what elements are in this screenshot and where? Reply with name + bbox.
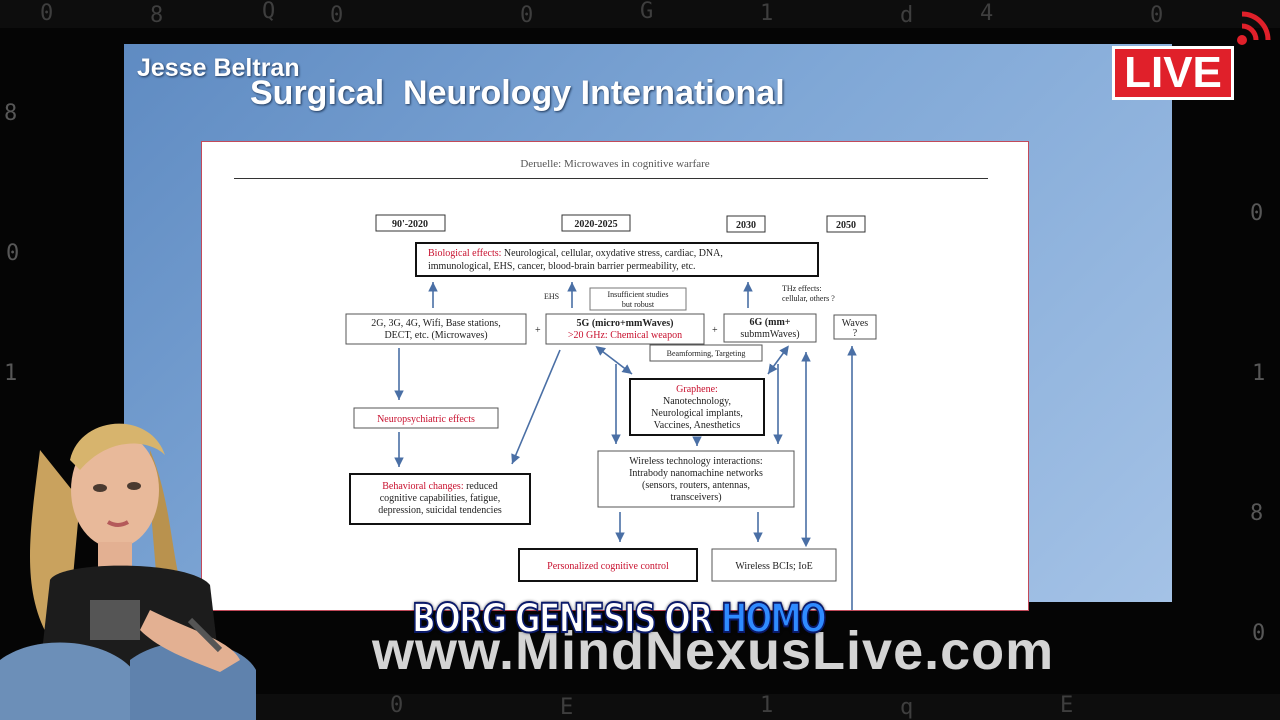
gen-5g-text: 5G (micro+mmWaves) (577, 318, 674, 329)
bci-text: Wireless BCIs; IoE (735, 561, 812, 572)
graphene-text: Vaccines, Anesthetics (654, 420, 741, 431)
timeline-boxes: 90'-2020 2020-2025 2030 2050 (375, 214, 866, 233)
journal-title: Surgical Neurology International (250, 74, 785, 112)
thz-text: cellular, others ? (782, 294, 835, 303)
running-head: Deruelle: Microwaves in cognitive warfar… (520, 158, 710, 170)
biological-effects-text: Biological effects: Neurological, cellul… (428, 248, 723, 259)
gen-6g-text: 6G (mm+ (750, 317, 791, 328)
personalized-text: Personalized cognitive control (547, 561, 669, 572)
beamforming-text: Beamforming, Targeting (667, 349, 746, 358)
live-signal-icon (1237, 11, 1271, 45)
graphene-box (629, 378, 765, 436)
header-rule (234, 178, 988, 179)
waves-box (833, 314, 877, 340)
gen-6g-text: submmWaves) (740, 329, 799, 340)
gen-2g-text: 2G, 3G, 4G, Wifi, Base stations, (371, 318, 500, 329)
diagram-arrows (394, 282, 857, 610)
behavioral-text: cognitive capabilities, fatigue, (380, 493, 501, 504)
insufficient-text: but robust (622, 300, 655, 309)
website-url: www.MindNexusLive.com (372, 621, 1055, 681)
subtitle-caption: BORG GENESIS OR HOMO (411, 595, 827, 643)
graphene-text: Neurological implants, (651, 408, 743, 419)
presenter-avatar-illustration (0, 423, 256, 720)
gen-2g-text: DECT, etc. (Microwaves) (384, 330, 487, 341)
timeline-label: 2020-2025 (574, 219, 617, 230)
gen-2g-box (345, 313, 527, 345)
beamforming-box (649, 344, 763, 362)
personalized-box (518, 548, 698, 582)
insufficient-box (589, 287, 687, 311)
gen-6g-box (723, 313, 817, 343)
plus-sign: + (535, 325, 541, 336)
waves-text: ? (853, 328, 858, 339)
wireless-box (597, 450, 795, 508)
ehs-label: EHS (544, 292, 559, 301)
caption-main: BORG GENESIS OR (411, 595, 722, 643)
caption-highlight: HOMO (720, 595, 827, 643)
biological-effects-text: immunological, EHS, cancer, blood-brain … (428, 261, 695, 272)
behavioral-text: depression, suicidal tendencies (378, 505, 502, 516)
wireless-text: (sensors, routers, antennas, (642, 480, 750, 491)
graphene-text: Nanotechnology, (663, 396, 731, 407)
timeline-label: 2050 (836, 220, 856, 231)
behavioral-box (349, 473, 531, 525)
timeline-label: 2030 (736, 220, 756, 231)
gen-5g-text: >20 GHz: Chemical weapon (568, 330, 682, 341)
waves-text: Waves (842, 318, 869, 329)
plus-sign: + (712, 325, 718, 336)
wireless-text: transceivers) (670, 492, 721, 503)
insufficient-text: Insufficient studies (608, 290, 669, 299)
wireless-text: Intrabody nanomachine networks (629, 468, 763, 479)
flow-diagram: 90'-2020 2020-2025 2030 2050 Biological … (345, 214, 877, 610)
behavioral-text: Behavioral changes: reduced (382, 481, 498, 492)
bci-box (711, 548, 837, 582)
gen-5g-box (545, 313, 705, 345)
thz-text: THz effects: (782, 284, 822, 293)
live-badge: LIVE (1112, 46, 1234, 100)
wireless-text: Wireless technology interactions: (629, 456, 762, 467)
biological-effects-box (415, 242, 819, 277)
timeline-label: 90'-2020 (392, 219, 428, 230)
paper-figure: Deruelle: Microwaves in cognitive warfar… (201, 141, 1029, 611)
presenter-name: Jesse Beltran (137, 54, 300, 82)
neuropsychiatric-box (353, 407, 499, 429)
graphene-text: Graphene: (676, 384, 718, 395)
neuropsychiatric-text: Neuropsychiatric effects (377, 414, 475, 425)
